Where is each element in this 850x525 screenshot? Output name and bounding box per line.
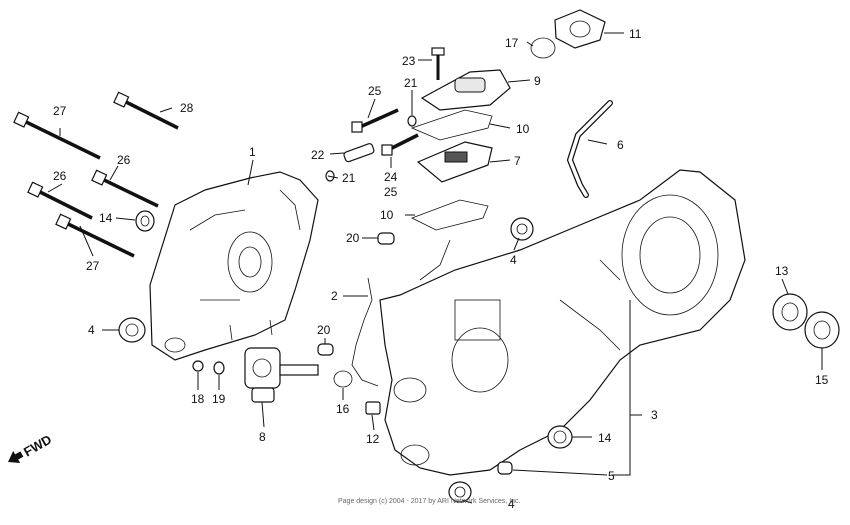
part-11-flange xyxy=(554,9,606,49)
label-3: 3 xyxy=(651,408,658,422)
label-15: 15 xyxy=(815,373,829,387)
part-17-o-ring xyxy=(530,37,556,59)
label-10-lower: 10 xyxy=(380,208,394,222)
part-6-hose xyxy=(566,100,613,198)
part-4-bushing-top xyxy=(510,217,534,241)
label-14-right: 14 xyxy=(598,431,612,445)
part-2-gasket xyxy=(351,277,379,387)
label-7: 7 xyxy=(514,154,521,168)
label-12: 12 xyxy=(366,432,380,446)
label-20-upper: 20 xyxy=(346,231,360,245)
part-labels: 1 2 3 4 4 4 5 6 7 8 9 10 10 11 12 13 14 … xyxy=(53,27,829,511)
label-19: 19 xyxy=(212,392,226,406)
label-8: 8 xyxy=(259,430,266,444)
label-25-upper: 25 xyxy=(368,84,382,98)
part-12-drain-bolt xyxy=(365,401,381,415)
part-14-seal-left xyxy=(135,210,155,232)
part-4-bushing-bottom xyxy=(448,481,472,503)
part-5-dowel xyxy=(497,461,513,475)
label-26-left: 26 xyxy=(53,169,67,183)
label-25-lower: 25 xyxy=(384,185,398,199)
part-16-o-ring xyxy=(333,370,353,388)
label-4-top: 4 xyxy=(510,253,517,267)
label-21-upper: 21 xyxy=(404,76,418,90)
label-28: 28 xyxy=(180,101,194,115)
label-27-bottom: 27 xyxy=(86,259,100,273)
part-10-gasket-lower xyxy=(411,199,489,231)
part-14-seal-right xyxy=(547,425,573,449)
label-18: 18 xyxy=(191,392,205,406)
label-21-lower: 21 xyxy=(342,171,356,185)
label-17: 17 xyxy=(505,36,519,50)
label-27-top: 27 xyxy=(53,104,67,118)
label-24: 24 xyxy=(384,170,398,184)
part-18-washer xyxy=(192,360,204,372)
label-20-lower: 20 xyxy=(317,323,331,337)
fwd-label: FWD xyxy=(21,432,54,460)
left-crankcase xyxy=(149,171,319,361)
right-crankcase xyxy=(379,169,746,476)
part-15-bearing xyxy=(804,311,840,349)
fwd-arrow: FWD xyxy=(8,432,54,464)
label-14-left: 14 xyxy=(99,211,113,225)
part-10-gasket-upper xyxy=(410,109,493,141)
part-19-bolt xyxy=(213,361,225,375)
part-20-dowel-upper xyxy=(377,232,395,245)
part-7-reed-valve xyxy=(416,141,493,183)
label-22: 22 xyxy=(311,148,325,162)
copyright-notice: Page design (c) 2004 - 2017 by ARI Netwo… xyxy=(338,498,521,505)
label-4-bottom: 4 xyxy=(508,497,515,511)
bolts xyxy=(13,47,445,258)
label-10-upper: 10 xyxy=(516,122,530,136)
part-13-bearing xyxy=(772,293,808,331)
label-6: 6 xyxy=(617,138,624,152)
leader-lines xyxy=(47,32,823,504)
label-2: 2 xyxy=(331,289,338,303)
label-9: 9 xyxy=(534,74,541,88)
part-4-bushing-left xyxy=(118,317,146,343)
label-11: 11 xyxy=(629,27,642,41)
label-1: 1 xyxy=(249,145,256,159)
label-4-left: 4 xyxy=(88,323,95,337)
label-5: 5 xyxy=(608,469,615,483)
part-8-pump xyxy=(244,347,319,403)
part-9-cover xyxy=(420,69,511,111)
label-16: 16 xyxy=(336,402,350,416)
label-13: 13 xyxy=(775,264,789,278)
fwd-arrow-icon xyxy=(8,450,24,464)
label-26-right: 26 xyxy=(117,153,131,167)
label-23: 23 xyxy=(402,54,416,68)
part-20-dowel-lower xyxy=(317,343,334,356)
